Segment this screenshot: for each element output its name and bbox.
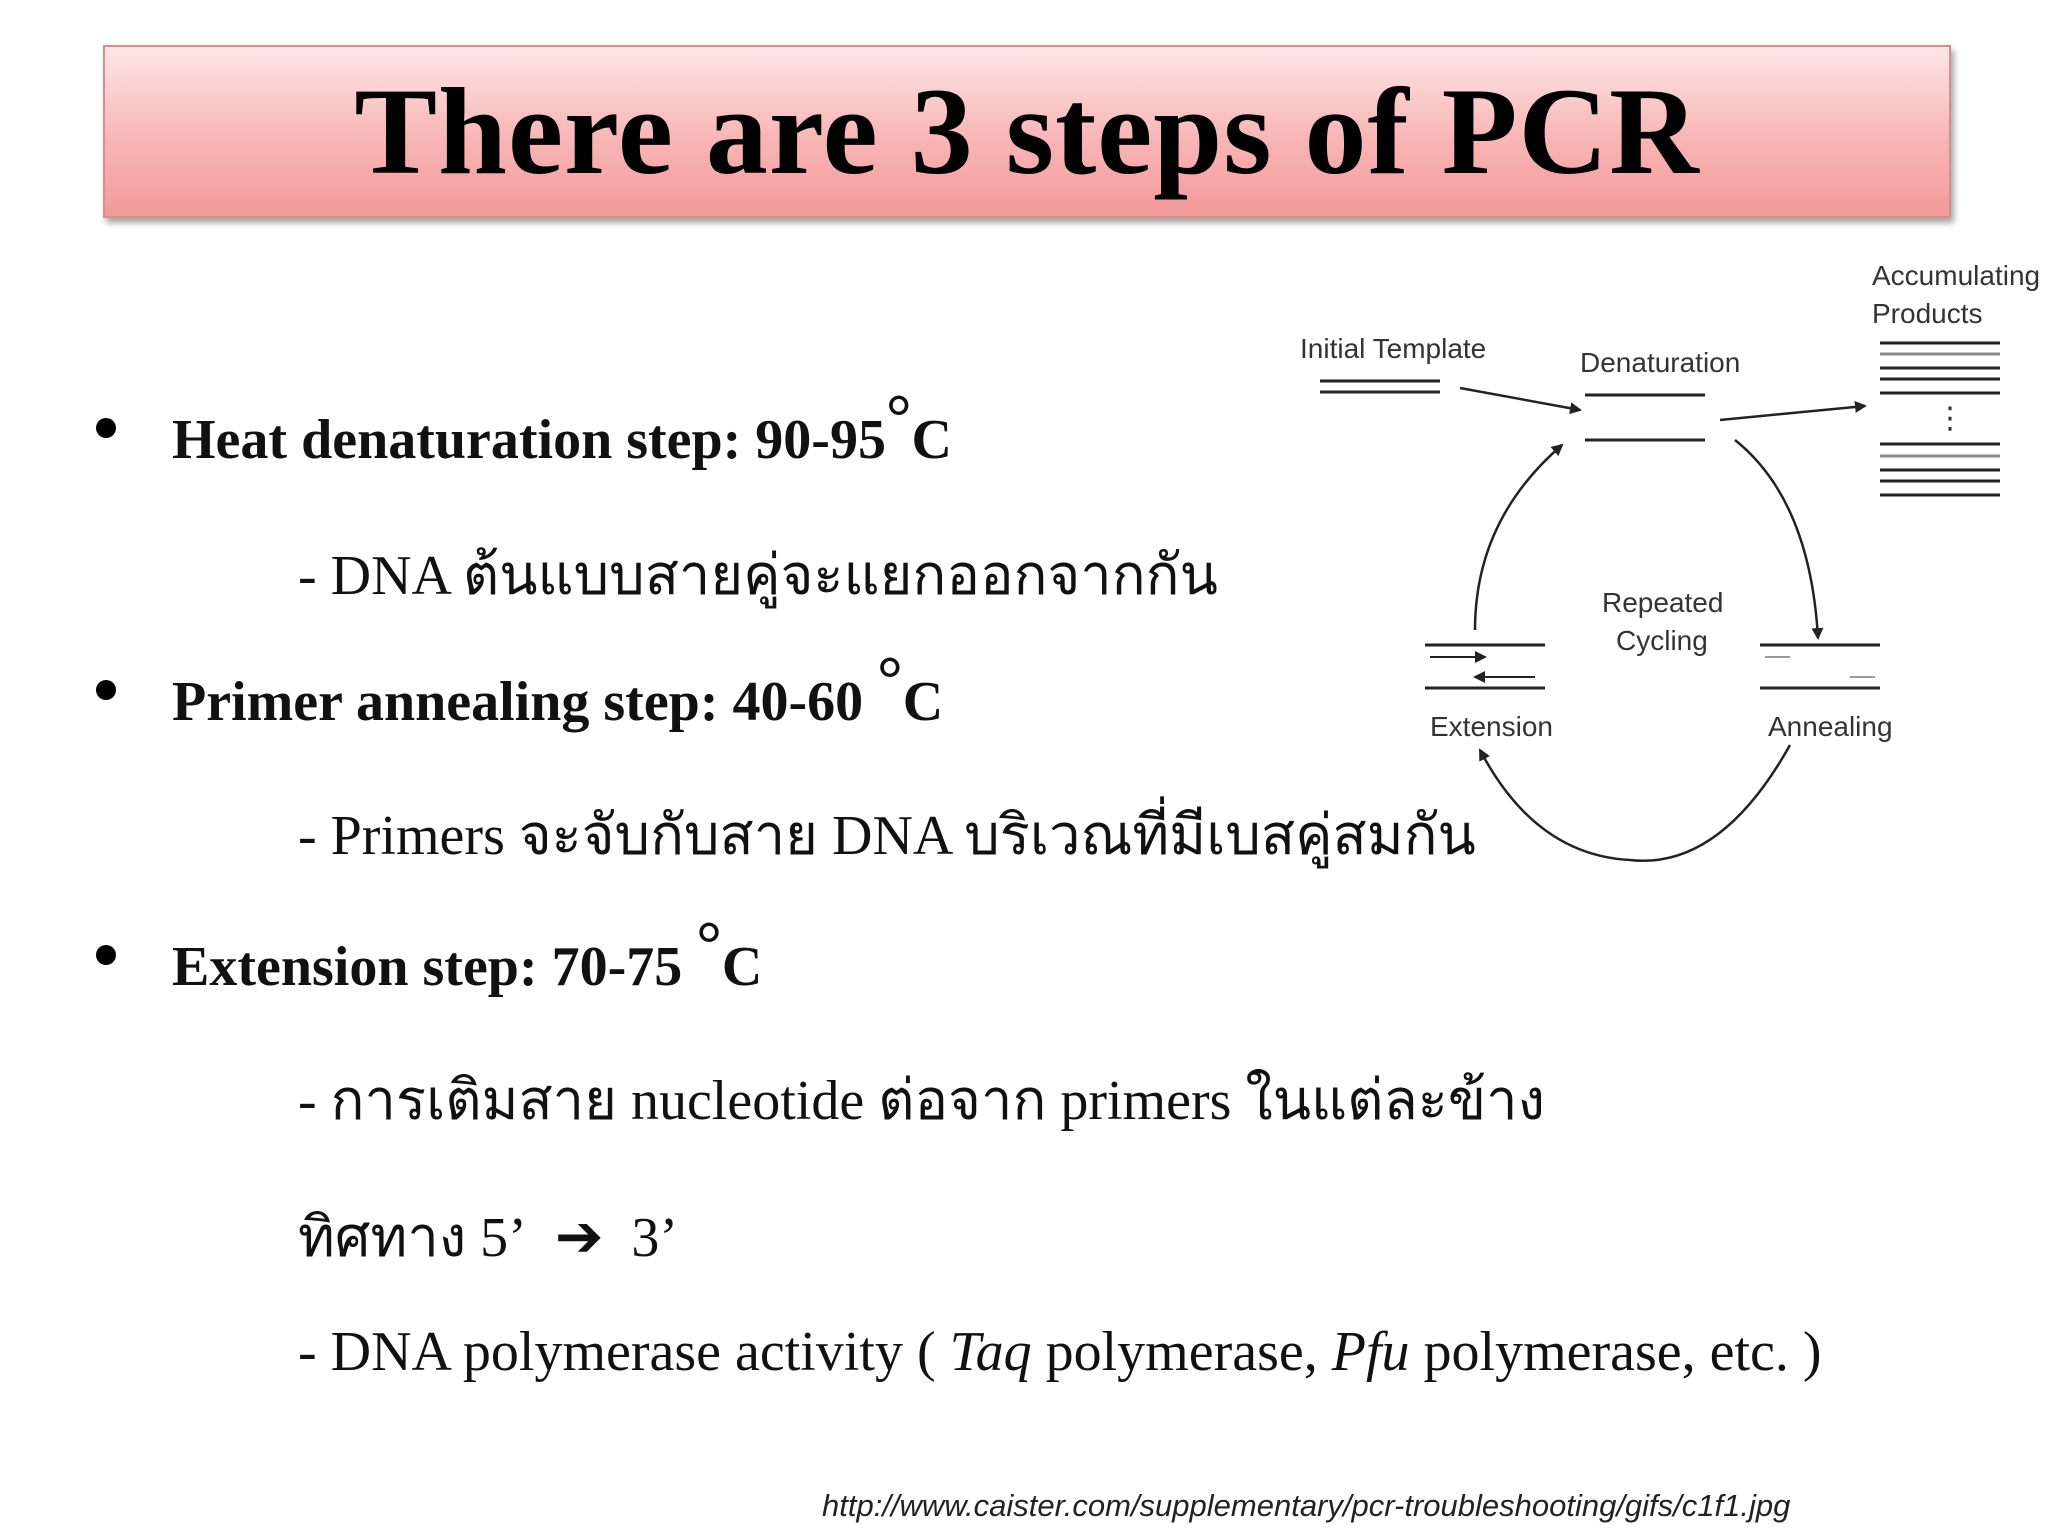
arrow-extension-to-denaturation	[1473, 443, 1564, 631]
degree-symbol: °	[696, 908, 722, 979]
bullet-icon	[96, 945, 116, 965]
polymerase-middle: polymerase,	[1031, 1321, 1332, 1383]
extension-strands	[1425, 643, 1545, 690]
direction-from: ทิศทาง 5’	[298, 1207, 527, 1269]
accumulating-products-strands	[1880, 341, 2000, 497]
bullet-icon	[96, 680, 116, 700]
step-2-detail: - Primers จะจับกับสาย DNA บริเวณที่มีเบส…	[298, 805, 1476, 867]
arrow-denaturation-to-annealing	[1734, 439, 1824, 640]
initial-template-strands	[1320, 379, 1440, 394]
slide-title: There are 3 steps of PCR	[354, 62, 1700, 200]
cycle-arrows	[1459, 386, 1867, 862]
direction-to: 3’	[631, 1207, 679, 1269]
unit-celsius: C	[902, 671, 944, 733]
step-1-heading-text: Heat denaturation step: 90-95	[172, 409, 886, 471]
title-banner: There are 3 steps of PCR	[103, 45, 1951, 218]
source-url[interactable]: http://www.caister.com/supplementary/pcr…	[822, 1488, 1791, 1523]
label-repeated: Repeated	[1602, 587, 1723, 618]
step-2-heading-text: Primer annealing step: 40-60	[172, 671, 864, 733]
pcr-cycle-diagram: Initial Template Denaturation Accumulati…	[1300, 260, 2040, 862]
bullet-icon	[96, 418, 116, 438]
right-arrow-icon: ➔	[554, 1202, 604, 1270]
label-denaturation: Denaturation	[1580, 347, 1740, 378]
step-1-heading: Heat denaturation step: 90-95°C	[172, 381, 952, 474]
step-1-detail: - DNA ต้นแบบสายคู่จะแยกออกจากกัน	[298, 545, 1218, 607]
unit-celsius: C	[911, 409, 952, 471]
denaturation-strands	[1585, 393, 1705, 442]
label-extension: Extension	[1430, 711, 1553, 742]
taq-enzyme: Taq	[949, 1321, 1032, 1383]
polymerase-prefix: - DNA polymerase activity (	[298, 1321, 950, 1383]
label-cycling: Cycling	[1616, 625, 1708, 656]
arrow-annealing-to-extension	[1478, 744, 1792, 862]
polymerase-suffix: polymerase, etc. )	[1409, 1321, 1822, 1383]
products-ellipsis: ⋮	[1935, 402, 1965, 435]
annealing-strands	[1760, 643, 1880, 690]
degree-symbol: °	[877, 643, 903, 714]
step-3-heading: Extension step: 70-75 °C	[172, 908, 763, 1001]
unit-celsius: C	[721, 936, 763, 998]
step-3-heading-text: Extension step: 70-75	[172, 936, 683, 998]
degree-symbol: °	[885, 381, 912, 452]
pfu-enzyme: Pfu	[1331, 1321, 1410, 1383]
step-3-direction: ทิศทาง 5’ ➔ 3’	[298, 1192, 678, 1281]
label-accumulating: Accumulating	[1872, 260, 2040, 291]
arrow-template-to-denaturation	[1459, 386, 1582, 415]
step-2-heading: Primer annealing step: 40-60 °C	[172, 643, 944, 736]
step-3-detail-1: - การเติมสาย nucleotide ต่อจาก primers ใ…	[298, 1070, 1545, 1132]
label-annealing: Annealing	[1768, 711, 1893, 742]
polymerase-line: - DNA polymerase activity ( Taq polymera…	[298, 1320, 1822, 1384]
label-products: Products	[1872, 298, 1983, 329]
arrow-denaturation-to-products	[1719, 400, 1867, 422]
label-initial-template: Initial Template	[1300, 333, 1486, 364]
